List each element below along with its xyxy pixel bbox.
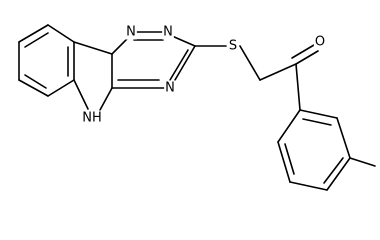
atom-label-background xyxy=(125,24,137,40)
bond xyxy=(277,109,301,143)
nitrogen-label: N xyxy=(165,81,175,96)
bond xyxy=(284,143,295,175)
bond xyxy=(73,79,89,110)
bond xyxy=(326,157,351,191)
bond xyxy=(169,49,189,81)
molecule-structure: N N N S O NH xyxy=(18,24,376,191)
atom-label-background xyxy=(227,38,239,54)
bond xyxy=(295,50,319,65)
nitrogen-label: N xyxy=(126,25,136,40)
bond xyxy=(18,24,49,43)
sulfur-label: S xyxy=(229,39,237,54)
bond xyxy=(111,37,129,55)
bond xyxy=(239,45,261,81)
nitrogen-label: N xyxy=(163,25,173,40)
bond xyxy=(349,157,376,167)
atom-labels: N N N S O NH xyxy=(81,24,327,126)
bond xyxy=(323,157,344,184)
bonds xyxy=(18,24,376,191)
bond xyxy=(47,24,75,43)
atom-label-background xyxy=(162,24,174,40)
bond xyxy=(299,109,338,119)
bond xyxy=(47,79,75,97)
bond xyxy=(24,74,47,89)
bond xyxy=(302,118,332,126)
bond xyxy=(174,45,196,81)
nh-label: NH xyxy=(82,111,102,126)
atom-label-background xyxy=(164,80,176,96)
bond xyxy=(277,141,291,183)
atom-label-background xyxy=(81,110,103,126)
bond xyxy=(99,87,113,111)
bond xyxy=(24,32,49,48)
bond xyxy=(291,44,315,59)
bond xyxy=(18,79,49,97)
oxygen-label: O xyxy=(315,35,325,50)
bond xyxy=(295,63,301,111)
bond xyxy=(171,35,196,47)
bond xyxy=(259,63,297,81)
bond xyxy=(336,117,351,159)
bond xyxy=(73,41,113,55)
bond xyxy=(289,181,328,191)
atom-label-background xyxy=(313,34,327,50)
